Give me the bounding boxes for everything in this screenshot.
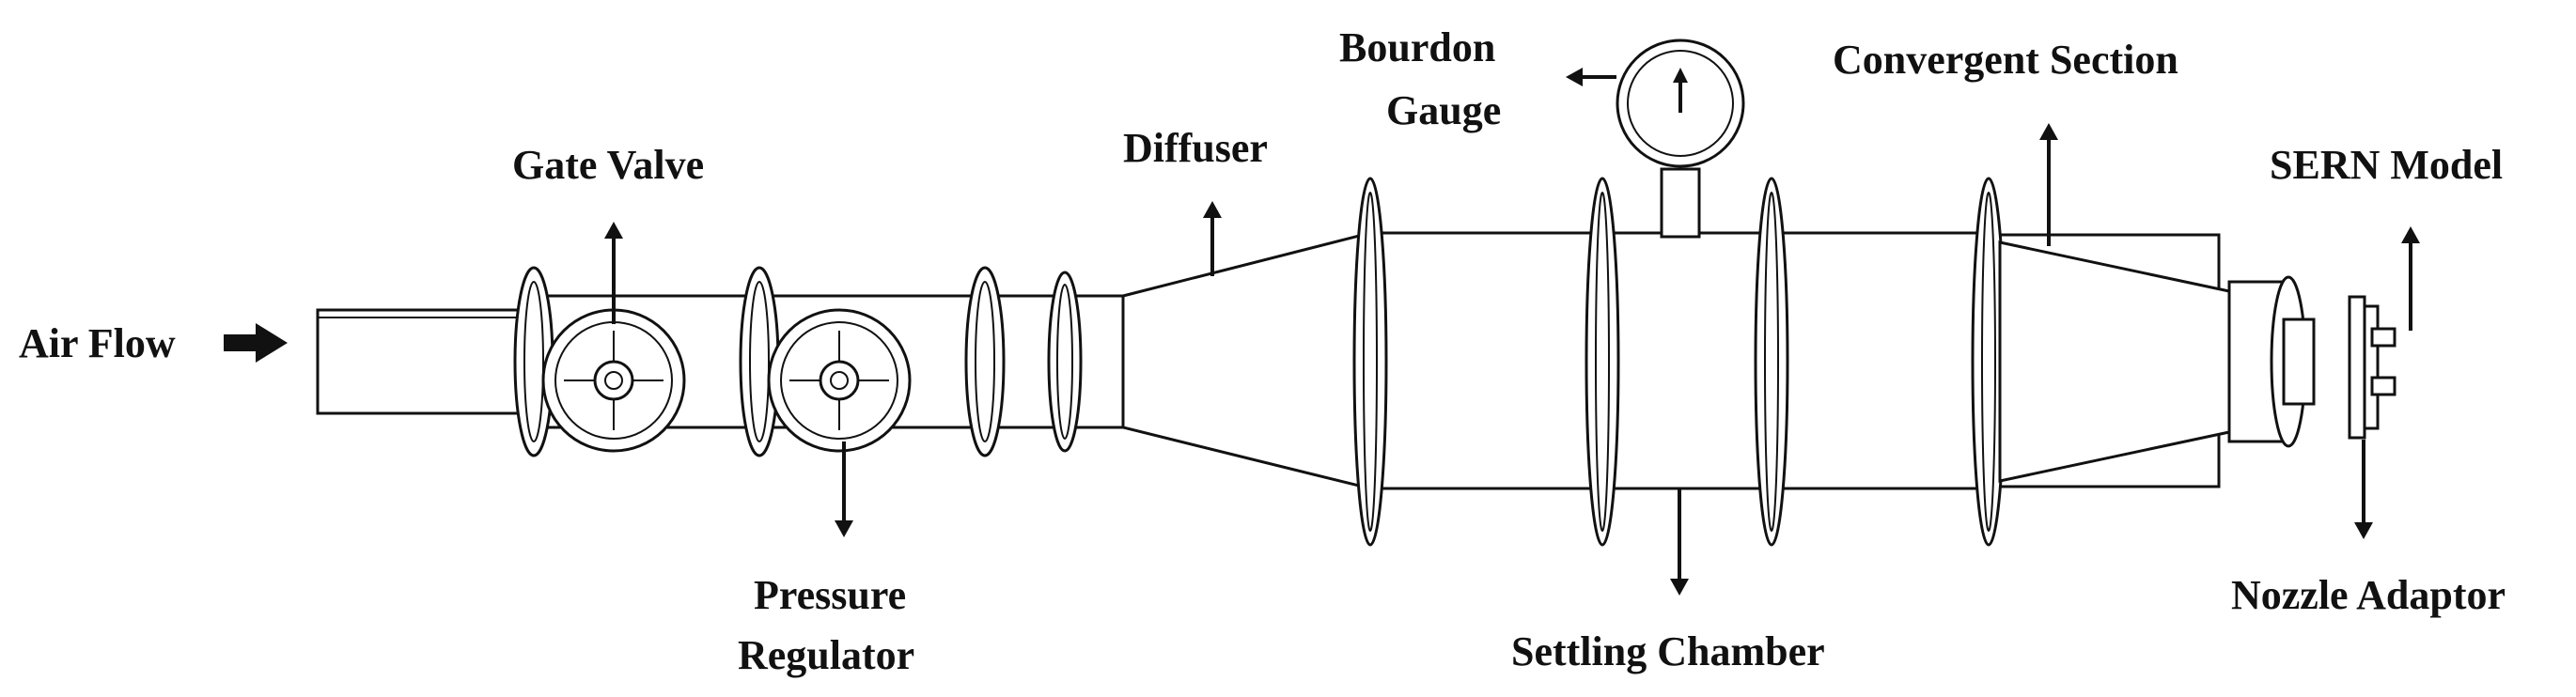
gate-valve-pointer: [604, 222, 623, 324]
bourdon-gauge-label-1: Bourdon: [1339, 24, 1495, 70]
convergent-section-label: Convergent Section: [1833, 37, 2178, 83]
sern-model-pointer: [2401, 226, 2420, 331]
settling-chamber-pointer: [1670, 488, 1689, 596]
flange-6: [1585, 177, 1620, 547]
gate-valve-wheel: [541, 308, 686, 453]
bourdon-gauge-pointer: [1566, 68, 1616, 86]
nozzle-adaptor-label: Nozzle Adaptor: [2231, 572, 2506, 618]
air-flow-label: Air Flow: [19, 320, 176, 366]
diffuser-cone: [1121, 231, 1372, 490]
gate-valve-label: Gate Valve: [512, 142, 704, 188]
settling-chamber-label: Settling Chamber: [1511, 628, 1825, 674]
flange-1: [513, 266, 554, 457]
pressure-regulator-label-1: Pressure: [754, 572, 906, 618]
flange-4: [1047, 271, 1083, 453]
nozzle-adaptor-pointer: [2354, 440, 2373, 539]
sern-model-label: SERN Model: [2270, 142, 2503, 188]
pressure-regulator-pointer: [835, 441, 853, 537]
diffuser-pointer: [1203, 201, 1222, 276]
pressure-regulator-label-2: Regulator: [738, 632, 914, 678]
nozzle-adaptor: [2227, 275, 2316, 448]
flange-3: [964, 266, 1006, 457]
pressure-regulator-wheel: [767, 308, 912, 453]
flange-5: [1352, 177, 1388, 547]
convergent-section-pointer: [2039, 123, 2058, 246]
bourdon-gauge-label-2: Gauge: [1386, 87, 1501, 133]
bourdon-gauge: [1616, 39, 1745, 239]
flange-7: [1754, 177, 1789, 547]
sern-model: [2348, 295, 2396, 440]
diffuser-label: Diffuser: [1123, 125, 1268, 171]
inlet-pipe: [316, 308, 528, 415]
air-flow-arrow: [224, 323, 288, 363]
